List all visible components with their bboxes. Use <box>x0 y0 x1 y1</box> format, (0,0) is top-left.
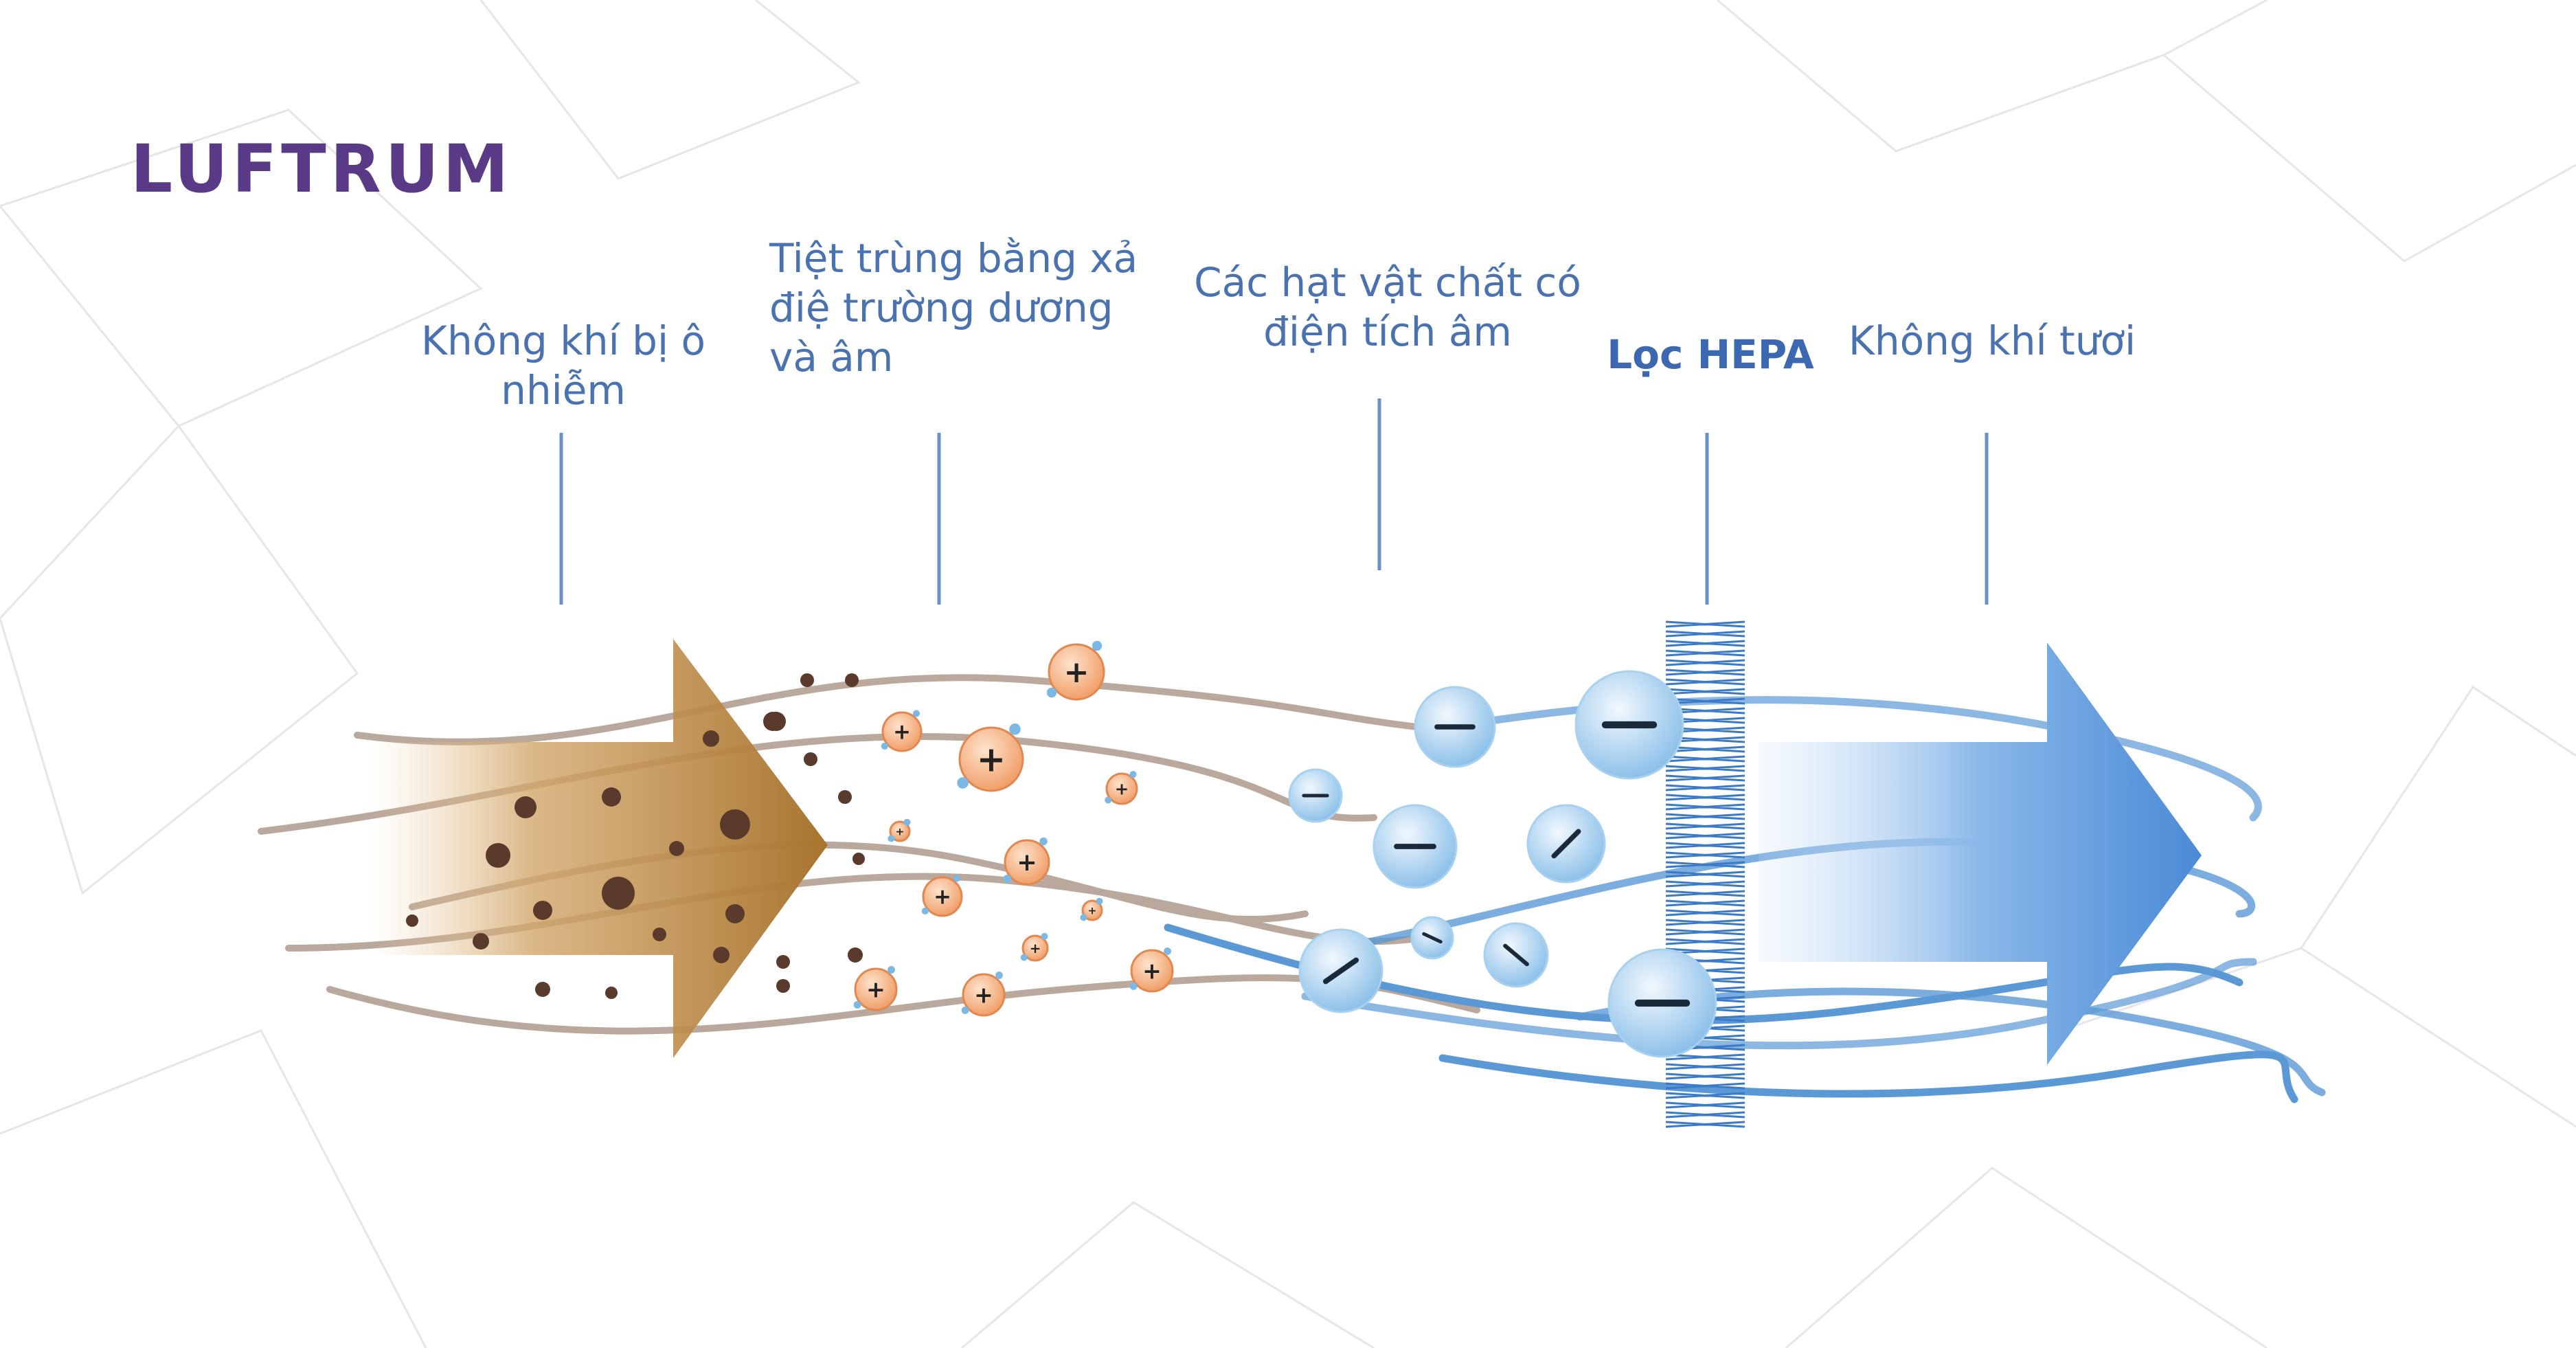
dust-particle <box>800 673 814 687</box>
negative-particles <box>1288 670 1717 1058</box>
positive-ion-particle: + <box>1129 947 1174 993</box>
negative-ion-particle <box>1414 686 1496 768</box>
negative-ion-particle <box>1298 928 1383 1013</box>
svg-text:+: + <box>1064 655 1089 690</box>
positive-particles: + + + + + + + + + + + + <box>853 640 1174 1017</box>
positive-ion-particle: + <box>853 966 898 1011</box>
negative-ion-particle <box>1526 804 1606 884</box>
dust-particle <box>535 982 550 997</box>
negative-ion-particle <box>1410 916 1454 960</box>
dust-particle <box>486 843 510 868</box>
dust-particle <box>653 928 666 941</box>
dust-particle <box>776 979 790 993</box>
dust-particle <box>533 901 552 920</box>
svg-text:+: + <box>1030 941 1041 956</box>
dust-particle <box>602 787 621 807</box>
dust-particle <box>713 947 730 963</box>
dust-particle <box>473 933 489 950</box>
svg-text:+: + <box>974 981 993 1008</box>
dust-particle <box>602 877 635 910</box>
svg-text:+: + <box>1115 779 1129 798</box>
stage-label-polluted-air: Không khí bị ô nhiễm <box>420 317 706 414</box>
positive-ion-particle: + <box>1080 897 1103 921</box>
dust-particle <box>776 955 790 969</box>
stage-label-sterilization: Tiệt trùng bằng xả điệ trường dương và â… <box>769 235 1138 381</box>
dust-particle <box>515 796 536 818</box>
fresh-air-arrow <box>1759 642 2202 1065</box>
negative-ion-particle <box>1483 922 1549 988</box>
negative-ion-particle <box>1574 670 1684 780</box>
dust-particle <box>804 752 817 766</box>
negative-ion-particle <box>1607 948 1717 1058</box>
positive-ion-particle: + <box>888 818 911 842</box>
dust-particle <box>605 987 618 999</box>
dust-particle <box>845 673 859 687</box>
dust-particles <box>406 673 865 999</box>
positive-ion-particle: + <box>1046 640 1105 701</box>
svg-text:+: + <box>866 976 885 1002</box>
stage-label-hepa-filter: Lọc HEPA <box>1607 331 1814 378</box>
dust-particle <box>852 853 865 865</box>
svg-text:+: + <box>1017 849 1037 877</box>
positive-ion-particle: + <box>881 710 923 752</box>
positive-ion-particle: + <box>1003 837 1050 886</box>
dust-particle <box>767 712 786 731</box>
stage-label-negative-particles: Các hạt vật chất có điện tích âm <box>1194 259 1581 355</box>
dust-particle <box>725 904 745 923</box>
svg-text:+: + <box>896 825 905 838</box>
positive-ion-particle: + <box>957 723 1024 792</box>
negative-ion-particle <box>1372 804 1458 889</box>
svg-text:+: + <box>1088 904 1097 917</box>
dust-particle <box>669 841 684 856</box>
positive-ion-particle: + <box>1020 932 1049 962</box>
stage-label-fresh-air: Không khí tươi <box>1848 317 2136 364</box>
dust-particle <box>848 947 863 963</box>
svg-text:+: + <box>977 739 1006 779</box>
positive-ion-particle: + <box>921 875 963 917</box>
dust-particle <box>720 809 750 840</box>
svg-text:+: + <box>893 720 911 745</box>
svg-text:+: + <box>934 885 951 910</box>
dust-particle <box>838 790 852 804</box>
positive-ion-particle: + <box>961 971 1006 1017</box>
svg-text:+: + <box>1142 957 1162 984</box>
connector-lines <box>559 398 1989 605</box>
brand-logo: LUFTRUM <box>131 131 513 207</box>
dust-particle <box>406 914 418 927</box>
dust-particle <box>703 730 719 747</box>
negative-ion-particle <box>1288 768 1343 823</box>
positive-ion-particle: + <box>1105 771 1138 805</box>
